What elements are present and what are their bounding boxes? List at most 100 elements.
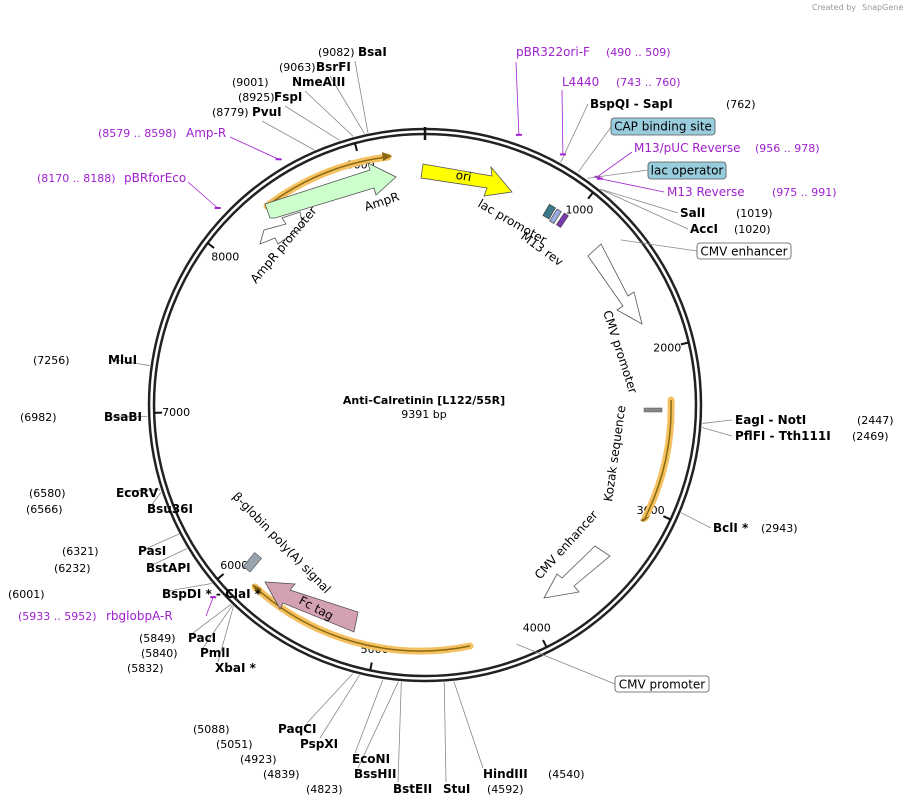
enzyme-leader (192, 603, 232, 634)
lac-promoter-box[interactable] (542, 203, 556, 220)
ori-arrow[interactable] (420, 163, 513, 197)
enzyme-position: (7256) (33, 354, 70, 367)
ampr-arrow[interactable] (264, 162, 397, 219)
primer-name[interactable]: L4440 (562, 75, 599, 89)
enzyme-name[interactable]: NmeAIII (292, 75, 345, 89)
enzyme-position: (2943) (761, 522, 798, 535)
kozak-label: Kozak sequence (601, 405, 628, 503)
enzyme-position: (8779) (212, 106, 249, 119)
kozak-box[interactable] (643, 407, 663, 413)
fc-tag-arrow[interactable] (264, 581, 359, 633)
enzyme-leader (701, 427, 733, 437)
m13-rev-box[interactable] (556, 212, 569, 228)
enzyme-name[interactable]: PspXI (300, 737, 338, 751)
enzyme-name[interactable]: BstEII (393, 782, 432, 796)
beta-globin-box[interactable] (242, 552, 263, 573)
feature-box[interactable] (614, 675, 710, 693)
primer-name[interactable]: M13/pUC Reverse (634, 141, 741, 155)
orf-arc-right[interactable] (641, 396, 675, 522)
primer-name[interactable]: pBR322ori-F (516, 45, 590, 59)
enzyme-leader (329, 75, 365, 134)
tick-line (587, 191, 594, 200)
enzyme-name[interactable]: BstAPI (146, 561, 191, 575)
orf-arc-bottom-head (252, 584, 262, 592)
ampr-label: AmpR (363, 189, 401, 213)
enzyme-name[interactable]: BsaBI (104, 410, 142, 424)
enzyme-position: (762) (726, 98, 756, 111)
feature-box-label: CMV enhancer (700, 245, 787, 259)
enzyme-name[interactable]: BssHII (354, 767, 396, 781)
enzyme-name[interactable]: BsrFI (316, 60, 351, 74)
enzyme-leader (142, 533, 179, 551)
primer-leader (205, 597, 214, 617)
primer-name[interactable]: rbglobpA-R (106, 609, 173, 623)
enzyme-name[interactable]: MluI (108, 353, 137, 367)
primer-range: (490 .. 509) (606, 46, 671, 59)
orf-arc-right-head (640, 516, 650, 522)
enzyme-name[interactable]: BspQI - SapI (590, 97, 673, 111)
orf-arc-right-core (644, 399, 672, 519)
enzyme-position: (9082) (318, 46, 355, 59)
enzyme-leader (306, 673, 354, 724)
enzyme-name[interactable]: PmlI (200, 646, 230, 660)
enzyme-leader (217, 606, 234, 663)
primer-name[interactable]: pBRforEco (124, 171, 186, 185)
enzyme-leader (319, 674, 360, 739)
tick-line (207, 242, 215, 249)
enzyme-leader (121, 489, 161, 492)
enzyme-name[interactable]: EcoNI (352, 752, 390, 766)
primer-range: (975 .. 991) (772, 186, 837, 199)
enzyme-name[interactable]: PacI (188, 631, 216, 645)
enzyme-name[interactable]: FspI (274, 90, 302, 104)
enzyme-leader (397, 681, 402, 783)
enzyme-name[interactable]: Bsu36I (147, 502, 193, 516)
ampr-promoter-label: AmpR promoter (248, 204, 320, 286)
feature-box[interactable] (696, 242, 792, 260)
leader-lines (109, 60, 733, 783)
primer-name[interactable]: M13 Reverse (667, 185, 745, 199)
enzyme-position: (6580) (29, 487, 66, 500)
enzyme-name[interactable]: PaqCI (278, 722, 316, 736)
enzyme-name[interactable]: BspDI * - ClaI * (162, 587, 262, 601)
feature-box-label: CAP binding site (614, 120, 712, 134)
tick-line (216, 573, 225, 580)
primer-leader (187, 181, 218, 209)
enzyme-name[interactable]: PvuI (252, 105, 282, 119)
enzyme-name[interactable]: AccI (690, 222, 718, 236)
enzyme-name[interactable]: EagI - NotI (735, 413, 806, 427)
feature-box-label: lac operator (651, 164, 724, 178)
enzyme-position: (4923) (240, 753, 277, 766)
cmv-enhancer-arrow-1[interactable] (587, 243, 643, 325)
enzyme-name[interactable]: StuI (443, 782, 470, 796)
lac-operator-box[interactable] (549, 208, 562, 224)
tick-line (680, 341, 689, 346)
site-labels: BsaI(9082)BsrFI(9063)NmeAIII(9001)FspI(8… (8, 45, 894, 796)
enzyme-name[interactable]: BsaI (358, 45, 387, 59)
enzyme-position: (9001) (232, 76, 269, 89)
plasmid-size: 9391 bp (401, 408, 446, 421)
enzyme-name[interactable]: EcoRV (116, 486, 159, 500)
enzyme-leader (354, 679, 384, 754)
cmv-enhancer-arrow-2[interactable] (543, 545, 611, 599)
primer-name[interactable]: Amp-R (186, 126, 226, 140)
feature-box-leader (516, 643, 616, 685)
enzyme-name[interactable]: XbaI * (215, 661, 257, 675)
enzyme-leader (149, 548, 188, 567)
feature-box[interactable] (647, 161, 727, 180)
enzyme-name[interactable]: SalI (680, 206, 705, 220)
tick-label: 4000 (523, 622, 551, 635)
feature-box[interactable] (610, 117, 716, 136)
enzyme-name[interactable]: BclI * (713, 521, 749, 535)
plasmid-name: Anti-Calretinin [L122/55R] (343, 394, 505, 407)
enzyme-name[interactable]: PflFI - Tth111I (735, 429, 831, 443)
enzyme-position: (9063) (279, 61, 316, 74)
enzyme-position: (8925) (238, 91, 275, 104)
enzyme-leader (284, 105, 340, 141)
enzyme-leader (453, 681, 484, 769)
primer-range: (743 .. 760) (616, 76, 681, 89)
enzyme-name[interactable]: PasI (138, 544, 166, 558)
enzyme-leader (304, 90, 354, 137)
ampr-promoter-arrow[interactable] (259, 211, 304, 245)
enzyme-name[interactable]: HindIII (483, 767, 528, 781)
